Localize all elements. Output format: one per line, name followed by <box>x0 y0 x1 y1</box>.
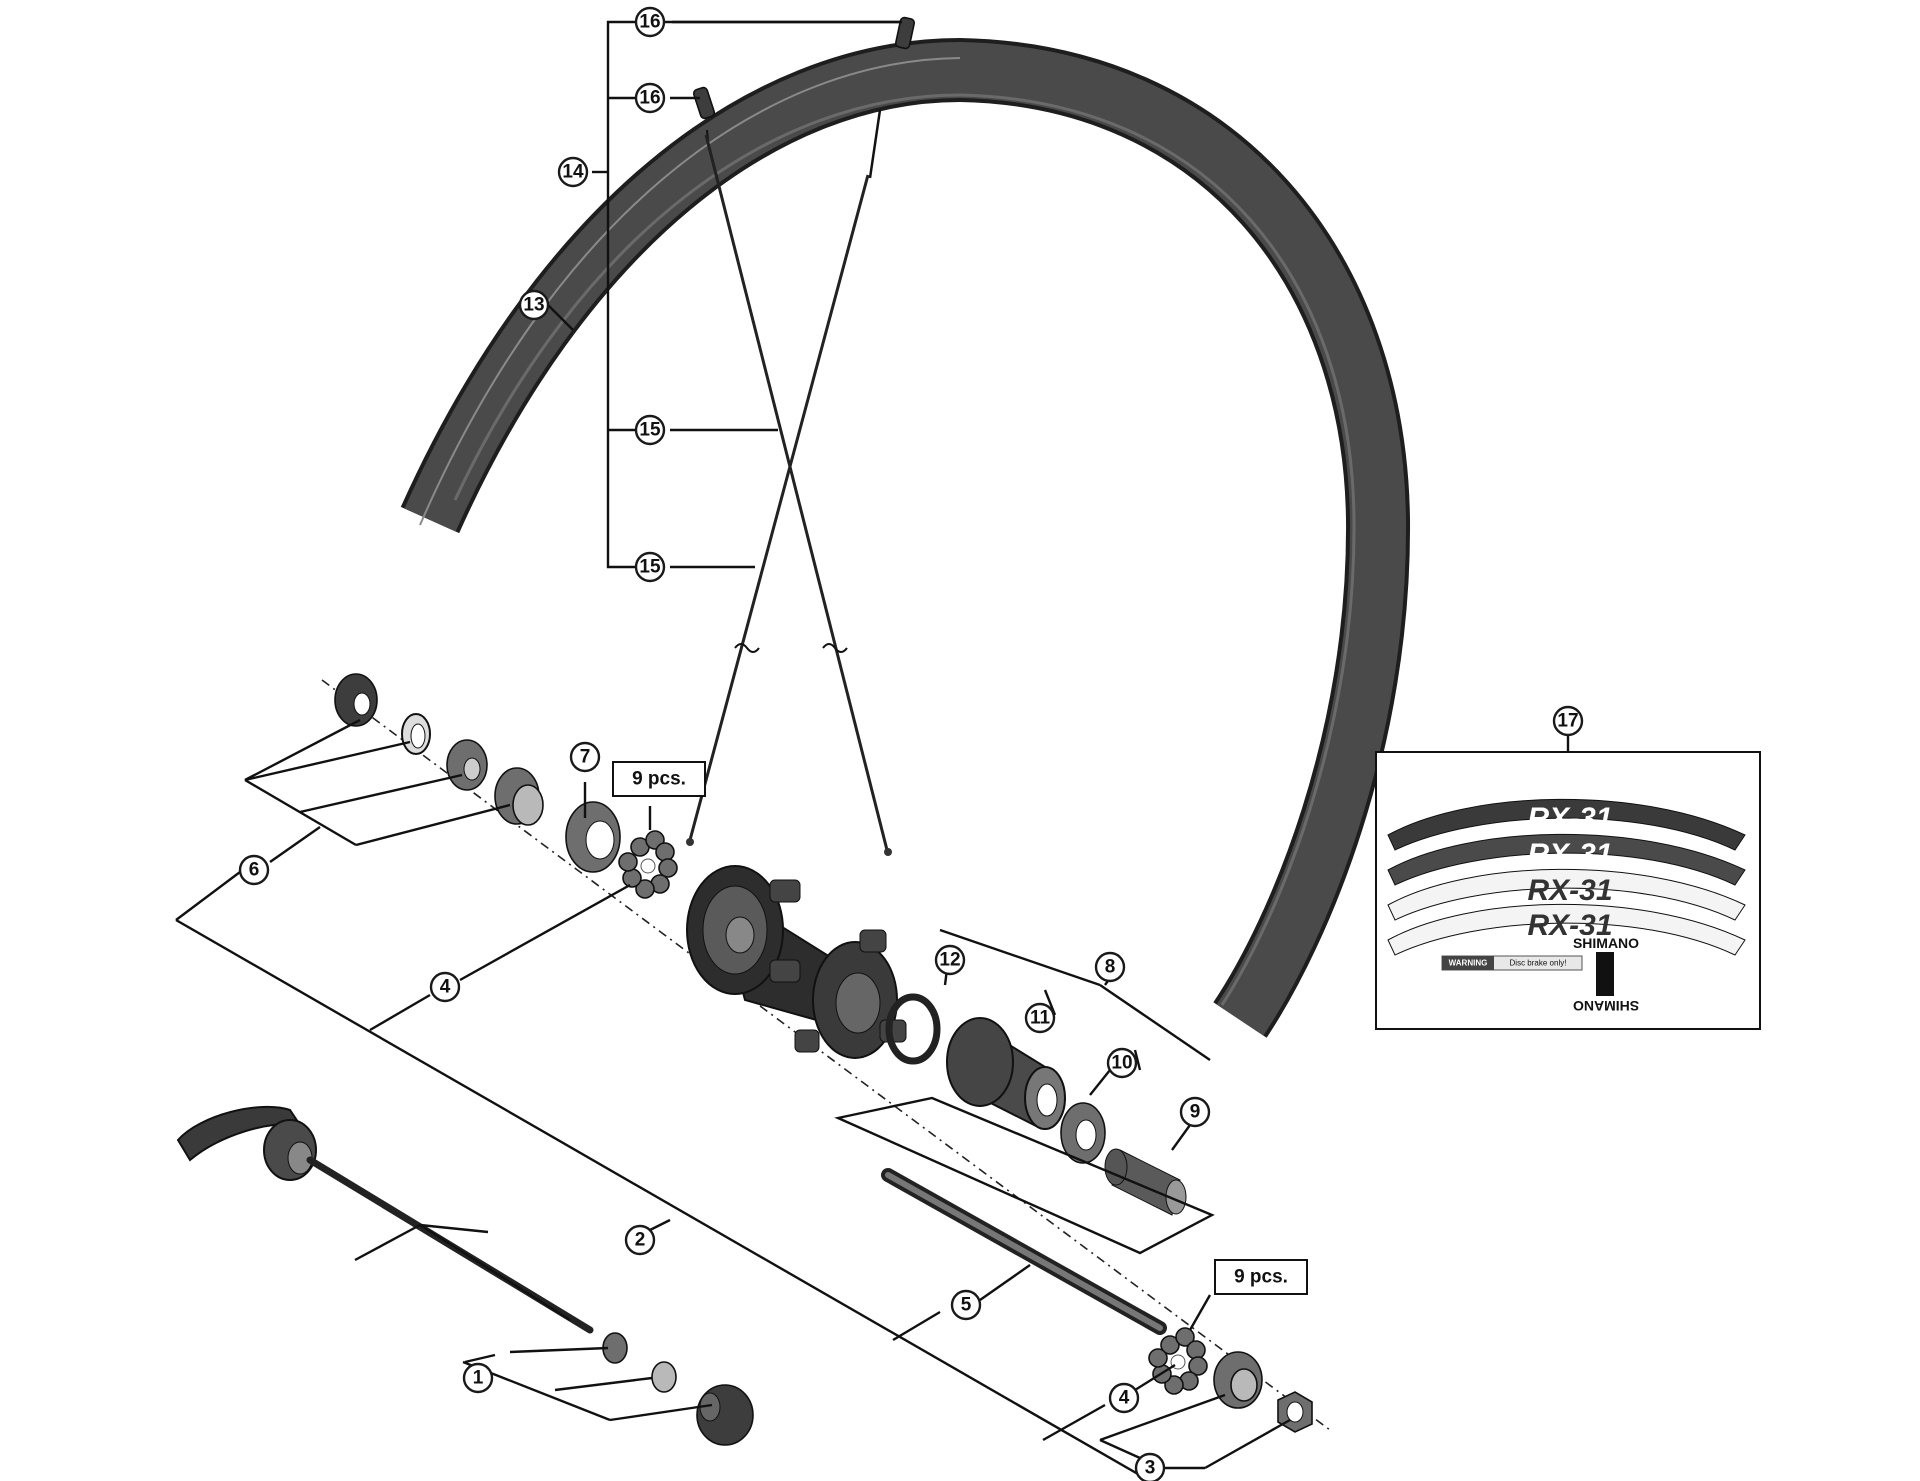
svg-text:16: 16 <box>639 12 660 33</box>
dust-cap-front <box>565 801 621 873</box>
freehub-group-box <box>834 1096 1215 1255</box>
callout-11: 11 <box>1024 1002 1056 1034</box>
callout-7: 7 <box>569 741 601 773</box>
svg-text:16: 16 <box>639 88 660 109</box>
rim <box>400 37 1411 1038</box>
callout-1: 1 <box>462 1362 494 1394</box>
svg-text:12: 12 <box>939 950 960 971</box>
svg-text:8: 8 <box>1105 957 1116 978</box>
axis-centerline <box>321 679 1331 1431</box>
warning-decal: WARNING Disc brake only! <box>1441 955 1583 971</box>
callout-15-lower: 15 <box>634 551 666 583</box>
callout-2: 2 <box>624 1224 656 1256</box>
callout-4-rear: 4 <box>1108 1382 1140 1414</box>
spacer-nut-front <box>446 739 488 791</box>
spoke-nipple-left <box>692 86 716 120</box>
svg-text:9: 9 <box>1190 1102 1201 1123</box>
svg-text:4: 4 <box>440 977 451 998</box>
callout-16-top: 16 <box>634 6 666 38</box>
qr-spring <box>651 1361 677 1393</box>
cone-rear <box>1213 1351 1263 1409</box>
svg-text:1: 1 <box>473 1368 484 1389</box>
spoke-nipple-top <box>894 16 916 50</box>
warning-body-text: Disc brake only! <box>1510 959 1567 968</box>
callout-9: 9 <box>1179 1096 1211 1128</box>
rim-decal-1: RX-31 <box>1387 798 1746 851</box>
washer-front <box>401 713 431 755</box>
sticker-sheet: RX-31 RX-31 RX-31 RX-31 SHIMANO SHIMANO … <box>1375 735 1761 1030</box>
svg-text:7: 7 <box>580 747 591 768</box>
ball-bearings-front <box>618 830 678 899</box>
hub-axle <box>881 1168 1167 1335</box>
svg-text:17: 17 <box>1557 711 1578 732</box>
rim-decal-3-text: RX-31 <box>1527 874 1612 907</box>
svg-text:5: 5 <box>961 1295 972 1316</box>
callout-13: 13 <box>518 289 550 321</box>
qty-label-rear: 9 pcs. <box>1234 1267 1288 1288</box>
ball-bearings-rear <box>1148 1327 1208 1395</box>
svg-text:14: 14 <box>562 162 584 183</box>
quick-release-lever <box>176 1105 594 1334</box>
brand-top-text: SHIMANO <box>1573 935 1639 951</box>
svg-text:15: 15 <box>639 557 661 578</box>
callout-17: 17 <box>1552 705 1584 737</box>
callout-14: 14 <box>557 156 589 188</box>
callout-8: 8 <box>1094 951 1126 983</box>
cone-front <box>494 767 544 826</box>
callout-16-left: 16 <box>634 82 666 114</box>
callout-3: 3 <box>1134 1452 1166 1481</box>
freehub-body-11 <box>946 1017 1066 1130</box>
svg-text:4: 4 <box>1119 1388 1130 1409</box>
qty-label-front: 9 pcs. <box>632 769 686 790</box>
washer-10 <box>1060 1102 1106 1164</box>
svg-text:2: 2 <box>635 1230 646 1251</box>
qty-box-rear: 9 pcs. <box>1214 1259 1308 1295</box>
callout-5: 5 <box>950 1289 982 1321</box>
spokes <box>686 109 892 856</box>
callout-15-upper: 15 <box>634 414 666 446</box>
shimano-logo-decal: SHIMANO SHIMANO <box>1555 935 1657 1014</box>
svg-text:6: 6 <box>249 860 260 881</box>
leader-lines <box>175 20 1291 1481</box>
qty-box-front: 9 pcs. <box>612 761 706 797</box>
lock-nut-front <box>334 673 378 727</box>
rim-decal-2: RX-31 <box>1387 833 1746 886</box>
rim-decal-2-text: RX-31 <box>1527 838 1612 871</box>
svg-text:13: 13 <box>523 295 544 316</box>
svg-text:11: 11 <box>1030 1008 1051 1029</box>
spacer-sleeve-9 <box>1104 1148 1187 1216</box>
warning-label-text: WARNING <box>1449 959 1488 968</box>
svg-text:15: 15 <box>639 420 661 441</box>
callout-4-front: 4 <box>429 971 461 1003</box>
callout-10: 10 <box>1106 1047 1138 1079</box>
hub-shell <box>686 865 907 1059</box>
lock-nut-rear <box>1277 1391 1313 1433</box>
svg-text:3: 3 <box>1145 1458 1156 1479</box>
brand-bottom-text: SHIMANO <box>1573 998 1639 1014</box>
qr-adjusting-nut <box>696 1384 754 1446</box>
o-ring-12 <box>885 993 941 1065</box>
svg-text:10: 10 <box>1111 1053 1132 1074</box>
callout-6: 6 <box>238 854 270 886</box>
rim-decal-3: RX-31 <box>1387 868 1746 921</box>
rim-decal-1-text: RX-31 <box>1527 802 1612 835</box>
callout-12: 12 <box>934 944 966 976</box>
